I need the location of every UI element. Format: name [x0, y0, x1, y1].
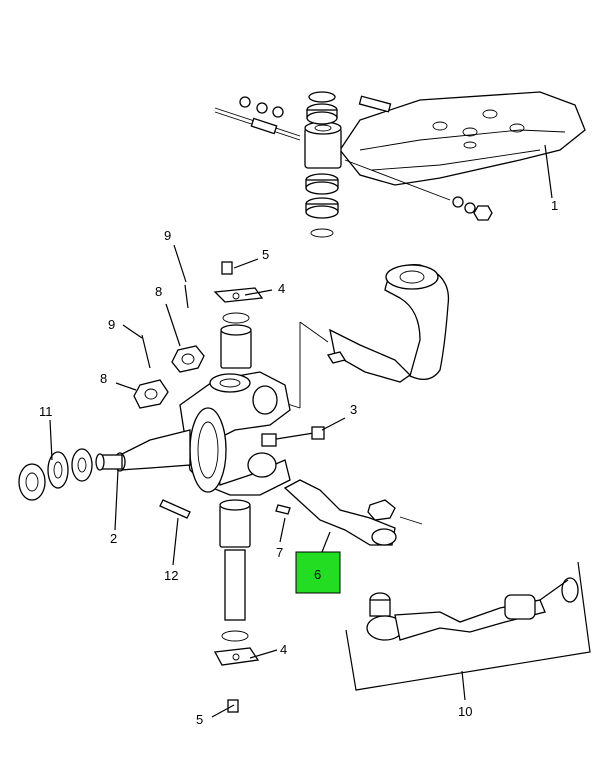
highlight-box-6[interactable] — [295, 551, 341, 594]
callout-labels: 1 2 3 4 4 5 5 6 7 8 8 9 9 10 11 12 — [39, 198, 558, 727]
callout-7[interactable]: 7 — [276, 545, 283, 560]
callout-6[interactable]: 6 — [314, 567, 321, 582]
callout-8-lower[interactable]: 8 — [100, 371, 107, 386]
callout-8-upper[interactable]: 8 — [155, 284, 162, 299]
upper-kingpin-cap — [213, 261, 264, 369]
spindle-nut-and-washers — [18, 448, 93, 501]
lower-kingpin — [213, 499, 260, 713]
callout-9-upper[interactable]: 9 — [164, 228, 171, 243]
callout-11[interactable]: 11 — [39, 404, 53, 419]
callout-12[interactable]: 12 — [164, 568, 178, 583]
callout-5-top[interactable]: 5 — [262, 247, 269, 262]
stop-bolt-part — [261, 426, 325, 447]
upper-steering-arm — [274, 264, 450, 409]
tie-rod-assembly-bracket — [345, 561, 591, 691]
leader-line-10 — [461, 670, 466, 701]
callout-4-bottom[interactable]: 4 — [280, 642, 287, 657]
callout-3[interactable]: 3 — [350, 402, 357, 417]
tie-rod-arm-part — [275, 479, 423, 546]
leader-lines — [49, 144, 553, 718]
axle-beam-part — [214, 91, 586, 238]
callout-9-lower[interactable]: 9 — [108, 317, 115, 332]
callout-4-top[interactable]: 4 — [278, 281, 285, 296]
castle-nuts-and-cotter-pins — [133, 284, 205, 519]
tie-rod-assembly — [366, 577, 579, 641]
steering-knuckle-part — [95, 371, 291, 496]
callout-5-bottom[interactable]: 5 — [196, 712, 203, 727]
callout-1[interactable]: 1 — [551, 198, 558, 213]
callout-2[interactable]: 2 — [110, 531, 117, 546]
callout-10[interactable]: 10 — [458, 704, 472, 719]
